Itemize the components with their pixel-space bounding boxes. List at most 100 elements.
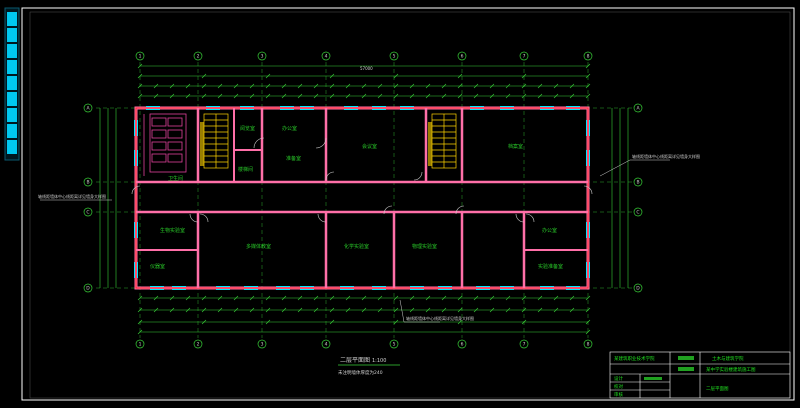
sheet-name: 二层平面图: [706, 386, 729, 392]
room-label: 生物实验室: [160, 227, 185, 234]
plan-note: 未注明墙体厚度为240: [338, 369, 383, 376]
axis-bubble-label: C: [636, 210, 639, 216]
left-toolbar: [4, 7, 20, 161]
toolbar-button-text[interactable]: [7, 108, 17, 122]
axis-bubble: C: [83, 207, 93, 217]
plan-title: 二层平面图: [340, 357, 370, 364]
toolbar-button-arc[interactable]: [7, 76, 17, 90]
axis-bubble: 5: [389, 339, 399, 349]
axis-bubble-label: 3: [261, 342, 264, 348]
toolbar-button-layer[interactable]: [7, 12, 17, 26]
axis-bubble: 2: [193, 339, 203, 349]
axis-bubble: B: [633, 177, 643, 187]
callout-note: 轴线距墙体中心线距离详见墙身大样图: [38, 193, 106, 199]
axis-bubble-label: 4: [325, 54, 328, 60]
room-label: 多媒体教室: [246, 243, 271, 250]
title-block-tag: [644, 377, 662, 380]
axis-bubble-label: 6: [461, 54, 464, 60]
toolbar-button-polyline[interactable]: [7, 44, 17, 58]
axis-bubble: C: [633, 207, 643, 217]
building-walls: [134, 106, 590, 290]
toolbar-button-circle[interactable]: [7, 60, 17, 74]
inner-frame: [29, 11, 791, 399]
axis-bubble: B: [83, 177, 93, 187]
callout-leaders: [40, 159, 670, 323]
axis-bubble-label: A: [86, 106, 90, 112]
drawing-frame: [21, 7, 795, 401]
room-label: 办公室: [542, 227, 557, 234]
axis-bubble: 4: [321, 339, 331, 349]
toilet-fixtures: [143, 113, 187, 176]
designer-label: 设计: [614, 375, 623, 382]
axis-bubble-label: 3: [261, 54, 264, 60]
axis-bubble-label: 1: [139, 342, 142, 348]
axis-bubble-label: 4: [325, 342, 328, 348]
axis-bubble: A: [633, 103, 643, 113]
axis-bubble: D: [83, 283, 93, 293]
title-block: [609, 351, 791, 399]
axis-bubble-label: 8: [587, 342, 590, 348]
axis-bubble: 2: [193, 51, 203, 61]
axis-bubble: 5: [389, 51, 399, 61]
bottom-dimensions: [140, 297, 588, 333]
axis-bubble: 4: [321, 51, 331, 61]
room-label: 实验准备室: [538, 263, 563, 270]
axis-bubble-label: D: [636, 286, 640, 292]
toolbar-button-dimension[interactable]: [7, 124, 17, 138]
stair-west: [203, 113, 229, 169]
axis-bubble-label: 5: [393, 54, 396, 60]
room-label: 办公室: [282, 125, 297, 132]
room-label: 准备室: [286, 155, 301, 162]
axis-bubble: 7: [519, 51, 529, 61]
axis-bubble: 6: [457, 51, 467, 61]
project-name: 某中学实验楼建筑施工图: [706, 366, 756, 373]
axis-grid: [96, 62, 632, 338]
plan-title-block: 二层平面图 1:100 未注明墙体厚度为240: [338, 357, 400, 376]
axis-bubble-label: B: [86, 180, 89, 186]
title-block-text: 某建筑职业技术学院 土木与建筑学院 某中学实验楼建筑施工图 二层平面图 设计 校…: [614, 355, 756, 398]
toolbar-button-hatch[interactable]: [7, 92, 17, 106]
axis-bubble: D: [633, 283, 643, 293]
side-dimensions: [99, 108, 629, 288]
room-label: 化学实验室: [344, 243, 369, 250]
axis-bubble: 8: [583, 339, 593, 349]
room-label: 楼梯间: [238, 166, 253, 173]
axis-bubble-label: 1: [139, 54, 142, 60]
room-label: 仪器室: [150, 263, 165, 270]
axis-bubble-label: 6: [461, 342, 464, 348]
plan-scale: 1:100: [372, 358, 386, 364]
axis-bubble-label: 7: [523, 54, 526, 60]
room-labels: 卫生间 阅览室 楼梯间 办公室 准备室 会议室 档案室 多媒体教室 化学实验室 …: [150, 125, 563, 270]
axis-bubble: A: [83, 103, 93, 113]
stair-west-landing: [200, 122, 204, 166]
title-block-tag: [678, 367, 694, 371]
axis-bubble-label: 5: [393, 342, 396, 348]
room-label: 阅览室: [240, 125, 255, 132]
axis-bubble-label: 2: [197, 342, 200, 348]
axis-bubble-label: D: [86, 286, 90, 292]
toolbar-button-block[interactable]: [7, 140, 17, 154]
approver-label: 审核: [614, 391, 623, 398]
axis-bubble: 1: [135, 339, 145, 349]
callout-note: 轴线距墙体中心线距离详见墙身大样图: [632, 153, 700, 159]
wall-openings: [134, 106, 590, 290]
stair-east: [431, 113, 457, 169]
door-swings: [131, 137, 593, 223]
axis-bubble-label: C: [86, 210, 89, 216]
axis-bubble: 3: [257, 51, 267, 61]
department-name: 土木与建筑学院: [712, 355, 744, 362]
stair-east-landing: [428, 122, 432, 166]
axis-bubble: 7: [519, 339, 529, 349]
room-label: 档案室: [508, 143, 523, 150]
room-label: 卫生间: [168, 175, 183, 182]
school-name: 某建筑职业技术学院: [614, 355, 655, 362]
toolbar-button-line[interactable]: [7, 28, 17, 42]
axis-bubble-label: A: [636, 106, 640, 112]
axis-bubble: 3: [257, 339, 267, 349]
axis-bubble: 8: [583, 51, 593, 61]
checker-label: 校对: [614, 383, 623, 390]
overall-dimension-label: 57000: [360, 66, 373, 71]
